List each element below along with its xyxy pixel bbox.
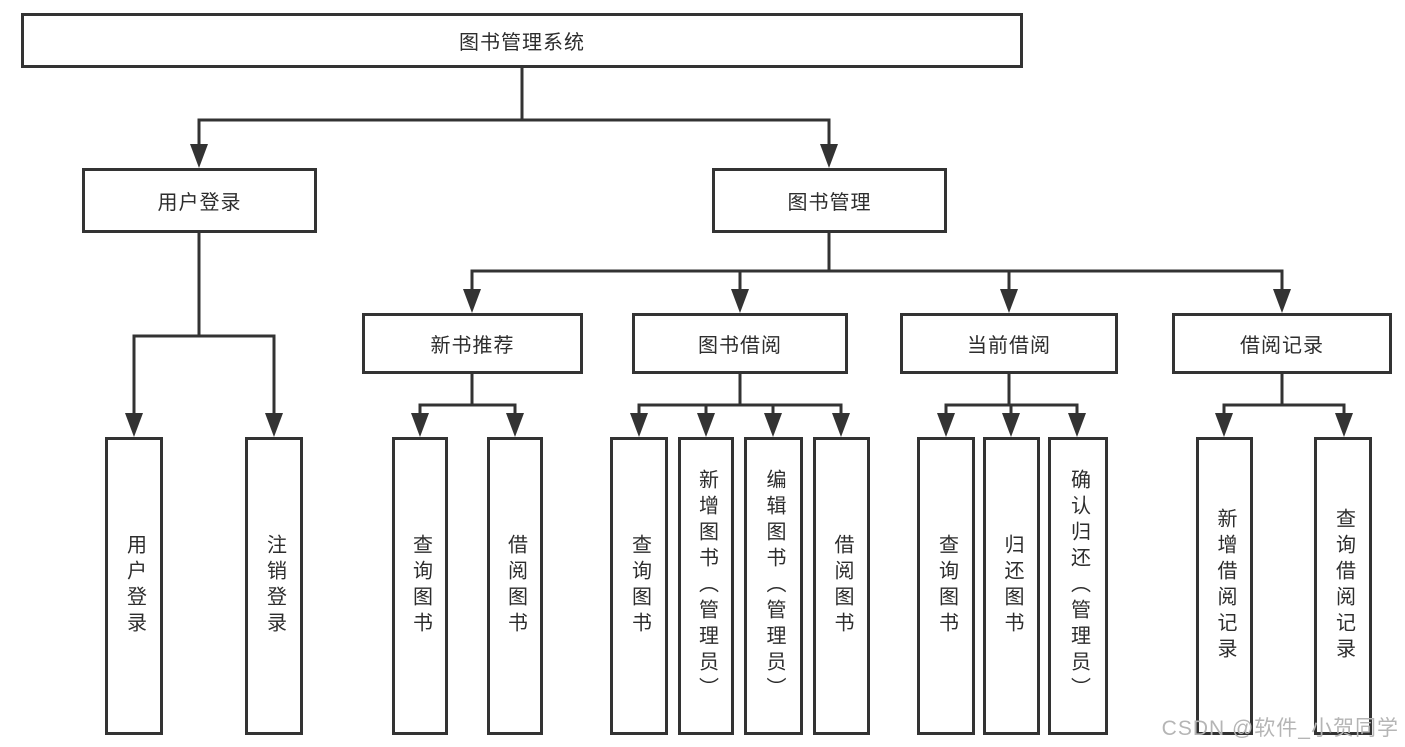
leaf-confirm-return-admin: 确认归还（管理员） <box>1048 437 1108 735</box>
arrowhead-icon <box>1215 413 1233 437</box>
arrowhead-icon <box>1273 289 1291 313</box>
csdn-watermark: CSDN @软件_小贺同学 <box>1161 717 1399 740</box>
leaf-query-books-recommend: 查询图书 <box>392 437 448 735</box>
node-current-borrowing: 当前借阅 <box>900 313 1118 374</box>
leaf-borrow-books-borrowing: 借阅图书 <box>813 437 870 735</box>
arrowhead-icon <box>1335 413 1353 437</box>
node-book-management: 图书管理 <box>712 168 947 233</box>
leaf-borrow-books-recommend: 借阅图书 <box>487 437 543 735</box>
leaf-return-book-label: 归还图书 <box>1001 534 1023 638</box>
leaf-confirm-return-admin-label: 确认归还（管理员） <box>1067 469 1090 703</box>
node-user-login: 用户登录 <box>82 168 317 233</box>
arrowhead-icon <box>937 413 955 437</box>
arrowhead-icon <box>820 144 838 168</box>
arrowhead-icon <box>731 289 749 313</box>
arrowhead-icon <box>265 413 283 437</box>
leaf-add-borrow-record-label: 新增借阅记录 <box>1214 508 1236 664</box>
arrowhead-icon <box>764 413 782 437</box>
node-book-borrowing: 图书借阅 <box>632 313 848 374</box>
leaf-add-borrow-record: 新增借阅记录 <box>1196 437 1253 735</box>
arrowhead-icon <box>411 413 429 437</box>
arrowhead-icon <box>506 413 524 437</box>
leaf-user-login-label: 用户登录 <box>123 534 146 638</box>
node-library-management-system: 图书管理系统 <box>21 13 1023 68</box>
leaf-query-books-borrowing: 查询图书 <box>610 437 668 735</box>
leaf-query-books-recommend-label: 查询图书 <box>409 534 432 638</box>
node-borrow-records: 借阅记录 <box>1172 313 1392 374</box>
arrowhead-icon <box>832 413 850 437</box>
leaf-query-books-borrowing-label: 查询图书 <box>628 534 651 638</box>
leaf-add-book-admin-label: 新增图书（管理员） <box>695 469 718 703</box>
leaf-borrow-books-borrowing-label: 借阅图书 <box>831 534 853 638</box>
leaf-borrow-books-recommend-label: 借阅图书 <box>504 534 527 638</box>
arrowhead-icon <box>697 413 715 437</box>
leaf-edit-book-admin: 编辑图书（管理员） <box>744 437 803 735</box>
leaf-logout-label: 注销登录 <box>263 534 286 638</box>
arrowhead-icon <box>1002 413 1020 437</box>
node-new-book-recommend: 新书推荐 <box>362 313 583 374</box>
arrowhead-icon <box>190 144 208 168</box>
arrowhead-icon <box>1068 413 1086 437</box>
arrowhead-icon <box>1000 289 1018 313</box>
leaf-query-books-current-label: 查询图书 <box>935 534 958 638</box>
leaf-return-book: 归还图书 <box>983 437 1040 735</box>
arrowhead-icon <box>463 289 481 313</box>
leaf-query-borrow-record-label: 查询借阅记录 <box>1332 508 1355 664</box>
leaf-query-books-current: 查询图书 <box>917 437 975 735</box>
leaf-add-book-admin: 新增图书（管理员） <box>678 437 734 735</box>
leaf-user-login: 用户登录 <box>105 437 163 735</box>
leaf-logout: 注销登录 <box>245 437 303 735</box>
arrowhead-icon <box>630 413 648 437</box>
leaf-edit-book-admin-label: 编辑图书（管理员） <box>763 469 785 703</box>
arrowhead-icon <box>125 413 143 437</box>
leaf-query-borrow-record: 查询借阅记录 <box>1314 437 1372 735</box>
